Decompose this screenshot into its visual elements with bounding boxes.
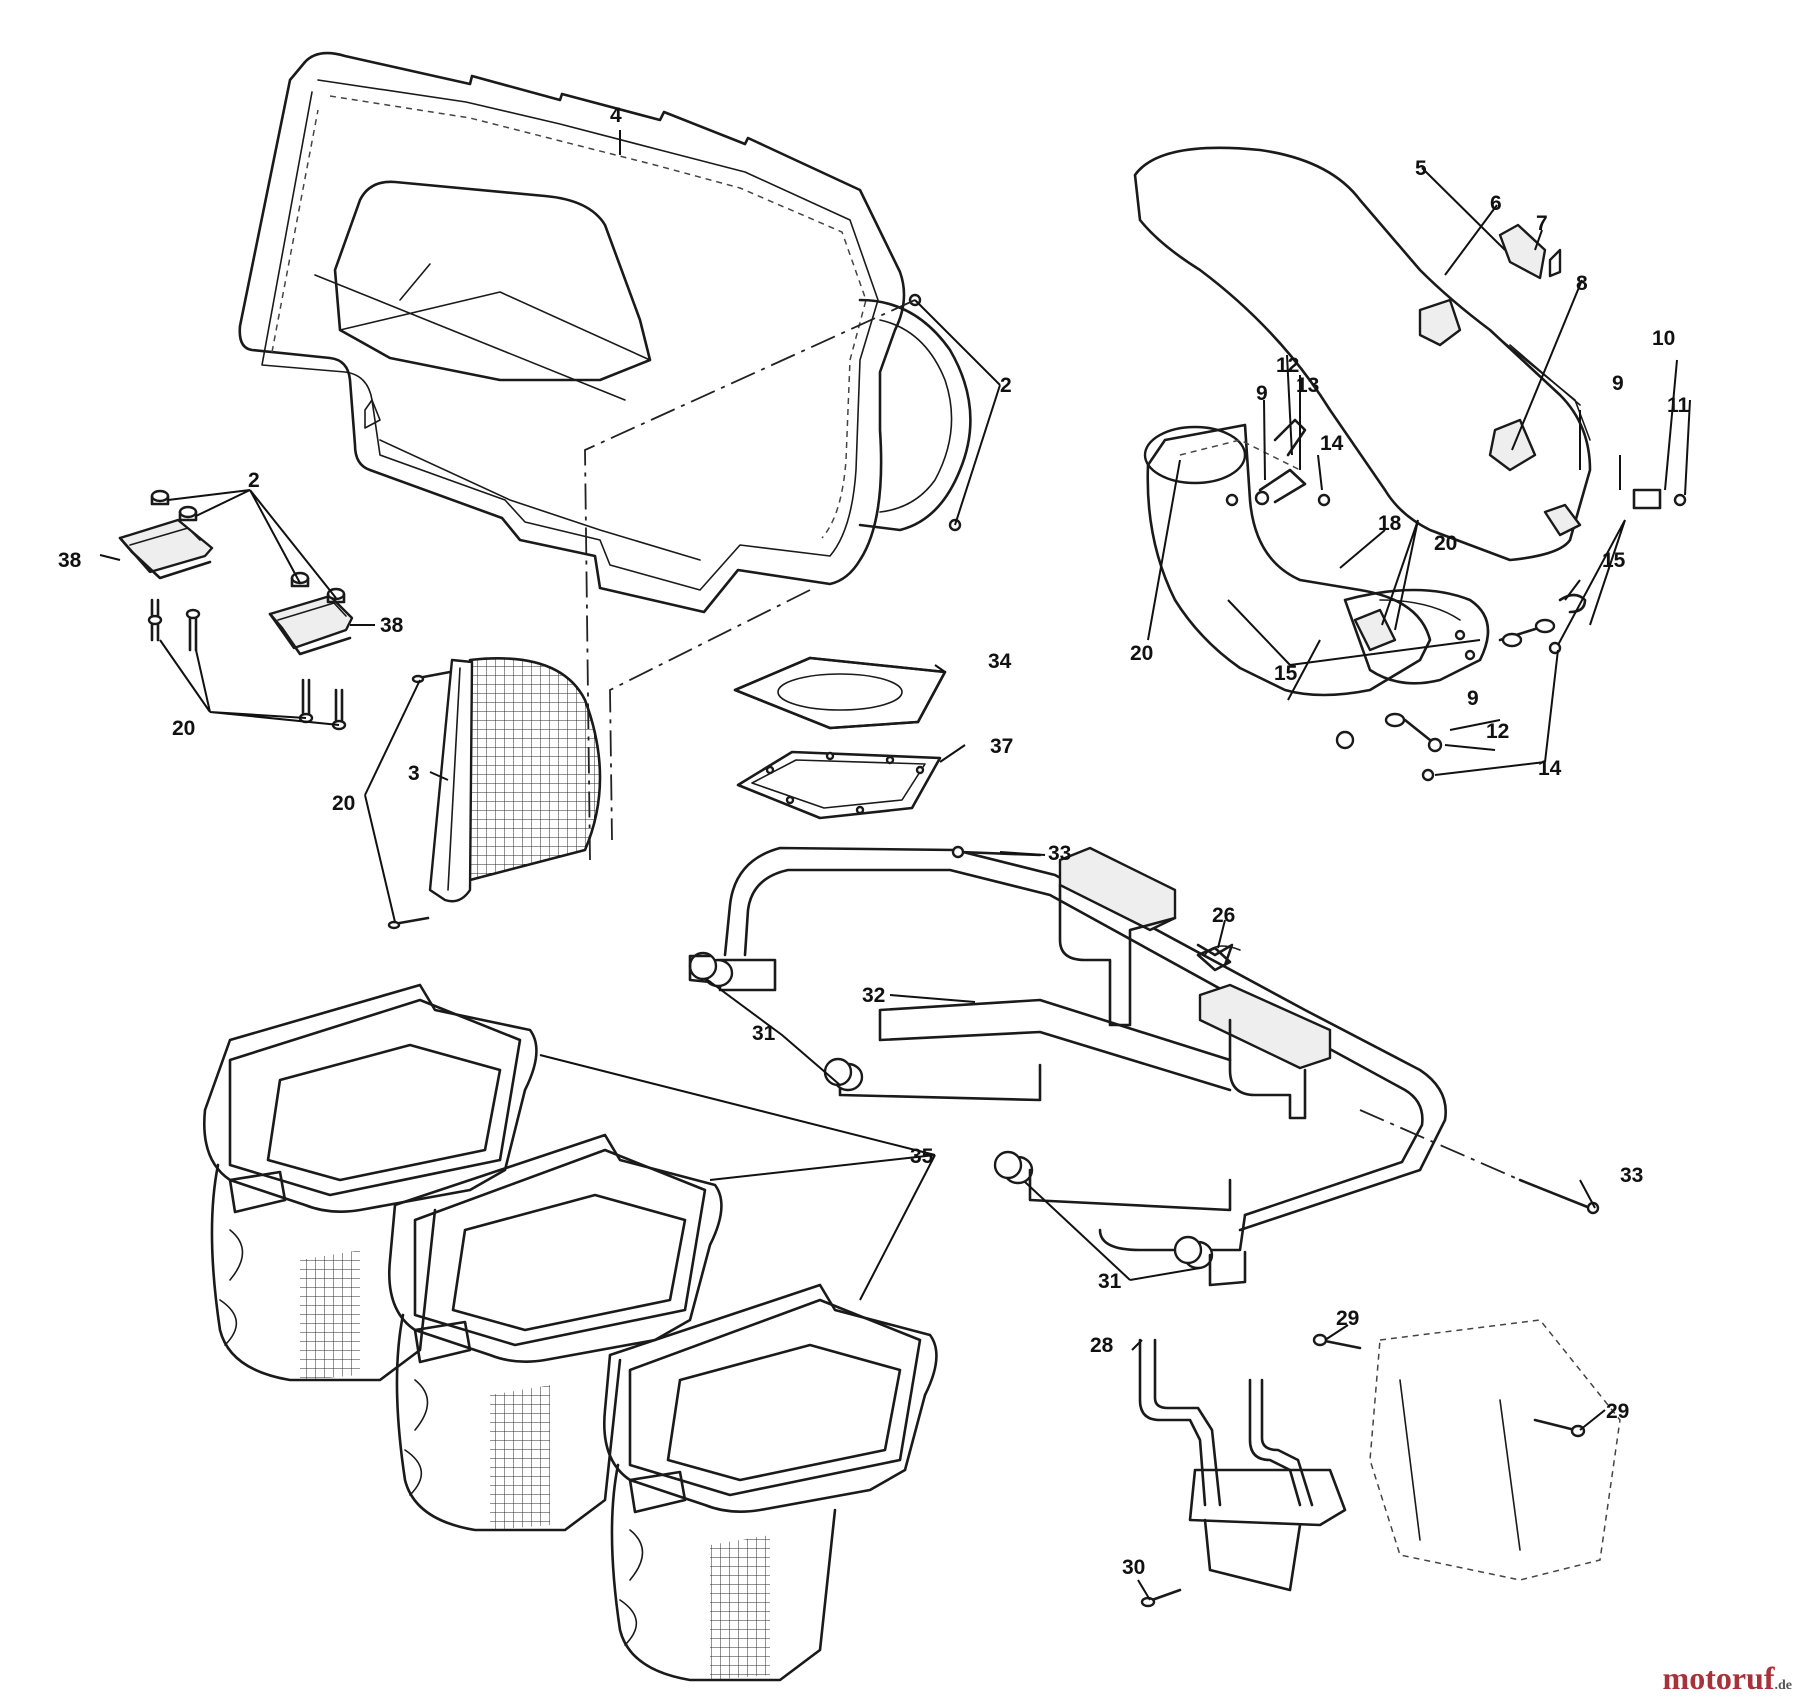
- callout-3: 3: [408, 762, 420, 785]
- callout-5: 5: [1415, 157, 1427, 180]
- callout-32: 32: [862, 984, 885, 1007]
- watermark-tld: .de: [1774, 1678, 1793, 1693]
- callout-12: 12: [1486, 720, 1509, 743]
- callout-2: 2: [248, 469, 260, 492]
- callout-38: 38: [380, 614, 404, 637]
- callout-31: 31: [752, 1022, 776, 1045]
- filter-screen: [387, 657, 602, 930]
- callout-7: 7: [1536, 212, 1548, 235]
- leader-lines: [99, 130, 1691, 1601]
- callout-20: 20: [1130, 642, 1153, 665]
- callout-9: 9: [1256, 382, 1268, 405]
- centerline-hopper-right: [609, 589, 811, 841]
- watermark-logo: motoruf.de: [1663, 1660, 1792, 1697]
- callout-34: 34: [988, 650, 1012, 673]
- callout-9: 9: [1467, 687, 1479, 710]
- callout-26: 26: [1212, 904, 1235, 927]
- callout-9: 9: [1612, 372, 1624, 395]
- centerline-hopper-left: [584, 299, 916, 861]
- callout-20: 20: [332, 792, 355, 815]
- callout-18: 18: [1378, 512, 1402, 535]
- gasket-34: [733, 656, 947, 730]
- bracket-right: [268, 571, 354, 656]
- hitch-28: [1138, 1338, 1347, 1592]
- bag-frame: [688, 845, 1600, 1287]
- spring-clips-26: [1196, 946, 1232, 972]
- callout-14: 14: [1538, 757, 1562, 780]
- callout-33: 33: [1048, 842, 1071, 865]
- hitch-plate: [1369, 1319, 1621, 1581]
- bag-1: [203, 983, 538, 1382]
- callout-2: 2: [1000, 374, 1012, 397]
- bolts-29: [1312, 1333, 1586, 1438]
- callout-14: 14: [1320, 432, 1344, 455]
- callout-38: 38: [58, 549, 82, 572]
- pin-30: [1140, 1588, 1182, 1608]
- chute-upper: [1133, 146, 1592, 562]
- callout-29: 29: [1606, 1400, 1629, 1423]
- bracket-left: [118, 489, 214, 580]
- callout-11: 11: [1667, 394, 1690, 417]
- chute-hardware: [1254, 488, 1687, 782]
- callout-10: 10: [1652, 327, 1675, 350]
- callout-4: 4: [610, 104, 622, 127]
- bag-3: [603, 1283, 938, 1682]
- callout-20: 20: [172, 717, 195, 740]
- callout-35: 35: [910, 1145, 934, 1168]
- callout-28: 28: [1090, 1334, 1114, 1357]
- bag-2: [388, 1133, 723, 1532]
- callout-31: 31: [1098, 1270, 1122, 1293]
- bolts-20: [147, 598, 347, 731]
- callout-15: 15: [1602, 549, 1626, 572]
- frame-37: [736, 750, 942, 820]
- chute-lower: [1143, 418, 1490, 697]
- callout-labels: 4 2 2 38 38 20 20 3 5 6 7 8 10 9 11 12 1…: [58, 104, 1690, 1579]
- callout-6: 6: [1490, 192, 1502, 215]
- callout-30: 30: [1122, 1556, 1145, 1579]
- callout-29: 29: [1336, 1307, 1359, 1330]
- callout-12: 12: [1276, 354, 1299, 377]
- watermark-name: motoruf: [1662, 1660, 1775, 1696]
- callout-8: 8: [1576, 272, 1588, 295]
- callout-37: 37: [990, 735, 1013, 758]
- callout-20: 20: [1434, 532, 1457, 555]
- callout-33: 33: [1620, 1164, 1643, 1187]
- callout-15: 15: [1274, 662, 1298, 685]
- callout-13: 13: [1296, 374, 1319, 397]
- hopper-lid: [238, 51, 972, 614]
